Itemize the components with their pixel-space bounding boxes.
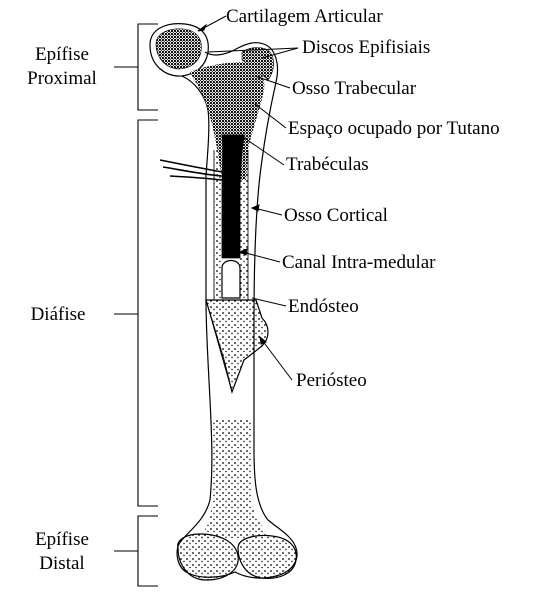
label-epifise-distal-2: Distal (39, 553, 84, 574)
bracket-proximal (138, 24, 158, 110)
label-epifise-proximal-2: Proximal (27, 68, 97, 89)
bracket-distal (138, 516, 158, 586)
vessel-strands (160, 160, 222, 180)
label-endosteo: Endósteo (288, 296, 359, 317)
distal-trabecular (200, 420, 270, 540)
cortex-right (240, 150, 248, 300)
label-canal: Canal Intra-medular (282, 252, 436, 273)
lateral-condyle (238, 536, 296, 579)
label-periosteo: Periósteo (296, 370, 367, 391)
label-osso-cortical: Osso Cortical (284, 205, 388, 226)
label-diafise: Diáfise (31, 304, 86, 325)
femur-drawing (150, 24, 297, 580)
label-epifise-proximal-1: Epífise (35, 44, 89, 65)
label-discos: Discos Epifisiais (302, 37, 430, 58)
label-espaco-tutano: Espaço ocupado por Tutano (288, 118, 500, 139)
brackets (114, 24, 158, 586)
label-epifise-distal-1: Epífise (35, 529, 89, 550)
label-osso-trabecular: Osso Trabecular (292, 78, 417, 99)
cut-section-wedge (206, 300, 268, 392)
label-cartilagem: Cartilagem Articular (226, 6, 383, 27)
bracket-diafise (138, 120, 158, 506)
femoral-head-trabecular (156, 29, 201, 69)
label-trabeculas: Trabéculas (286, 154, 369, 175)
canal-capsule (222, 261, 240, 299)
